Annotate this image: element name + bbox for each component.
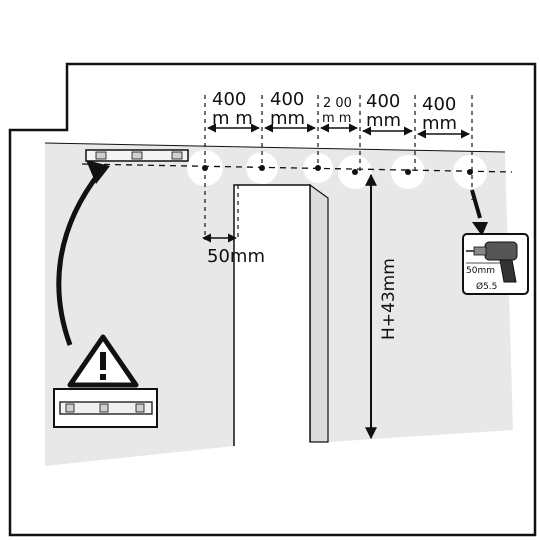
drill-diameter-label: Ø5.5 — [476, 281, 497, 292]
spirit-level-icon — [85, 149, 189, 162]
spacing-5-value: 400 — [422, 94, 456, 115]
level-detail-box — [53, 388, 158, 428]
mounting-holes — [187, 150, 487, 189]
drill-pointer-arrow — [470, 189, 482, 219]
drill-depth-label: 50mm — [466, 266, 495, 276]
wall-surface — [45, 143, 513, 466]
spacing-3-value: 2 00 — [323, 96, 352, 111]
drill-pointer-head — [472, 222, 488, 236]
spacing-5-unit: mm — [422, 113, 457, 134]
spacing-4-unit: mm — [366, 110, 401, 131]
spacing-2-value: 400 — [270, 89, 304, 110]
ceiling-edge — [44, 142, 506, 153]
dimension-arrows — [202, 123, 470, 243]
height-label: H+43mm — [379, 258, 399, 340]
drill-detail-box: 50mm Ø5.5 — [462, 233, 529, 295]
spacing-4-value: 400 — [366, 91, 400, 112]
curved-arrow-head — [86, 160, 110, 184]
spacing-2-unit: mm — [270, 108, 305, 129]
drill-icon — [466, 241, 518, 283]
spacing-1-unit: m m — [212, 108, 253, 129]
door-opening — [233, 184, 311, 446]
spacing-1-value: 400 — [212, 89, 246, 110]
warning-triangle-icon — [67, 334, 139, 388]
offset-label: 50mm — [207, 246, 265, 267]
reference-dashed-line — [81, 163, 513, 173]
curved-arrow — [56, 170, 102, 346]
door-reveal — [309, 183, 329, 443]
extension-lines — [204, 95, 473, 240]
spacing-3-unit: m m — [322, 111, 351, 126]
